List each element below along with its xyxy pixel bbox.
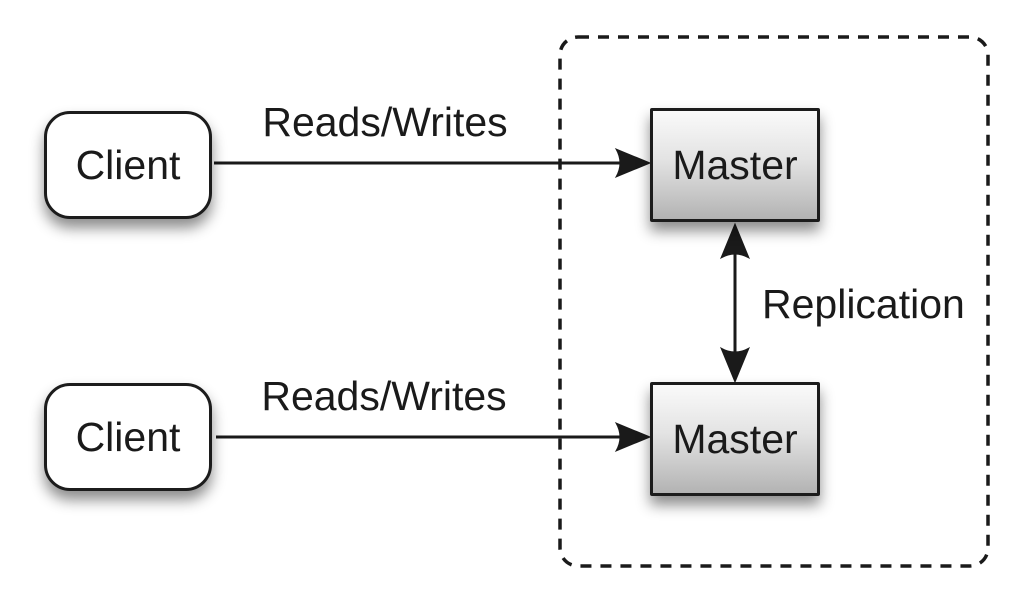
node-master-top: Master [650, 108, 820, 222]
edge-label-replication: Replication [762, 281, 965, 327]
node-client-top: Client [44, 111, 212, 219]
reads-writes-top-arrowhead-icon [614, 147, 652, 179]
edge-label-reads-writes-top: Reads/Writes [262, 99, 508, 145]
replication-arrowhead-down-icon [719, 346, 751, 384]
node-client-bottom: Client [44, 383, 212, 491]
node-client-bottom-label: Client [75, 413, 181, 460]
node-master-top-label: Master [672, 141, 798, 188]
edge-label-reads-writes-bottom: Reads/Writes [261, 373, 507, 419]
node-master-bottom: Master [650, 382, 820, 496]
node-client-top-label: Client [75, 141, 181, 188]
node-master-bottom-label: Master [672, 415, 798, 462]
replication-boundary-dashed-box [558, 35, 990, 568]
replication-arrowhead-up-icon [719, 222, 751, 260]
reads-writes-bottom-arrowhead-icon [614, 421, 652, 453]
